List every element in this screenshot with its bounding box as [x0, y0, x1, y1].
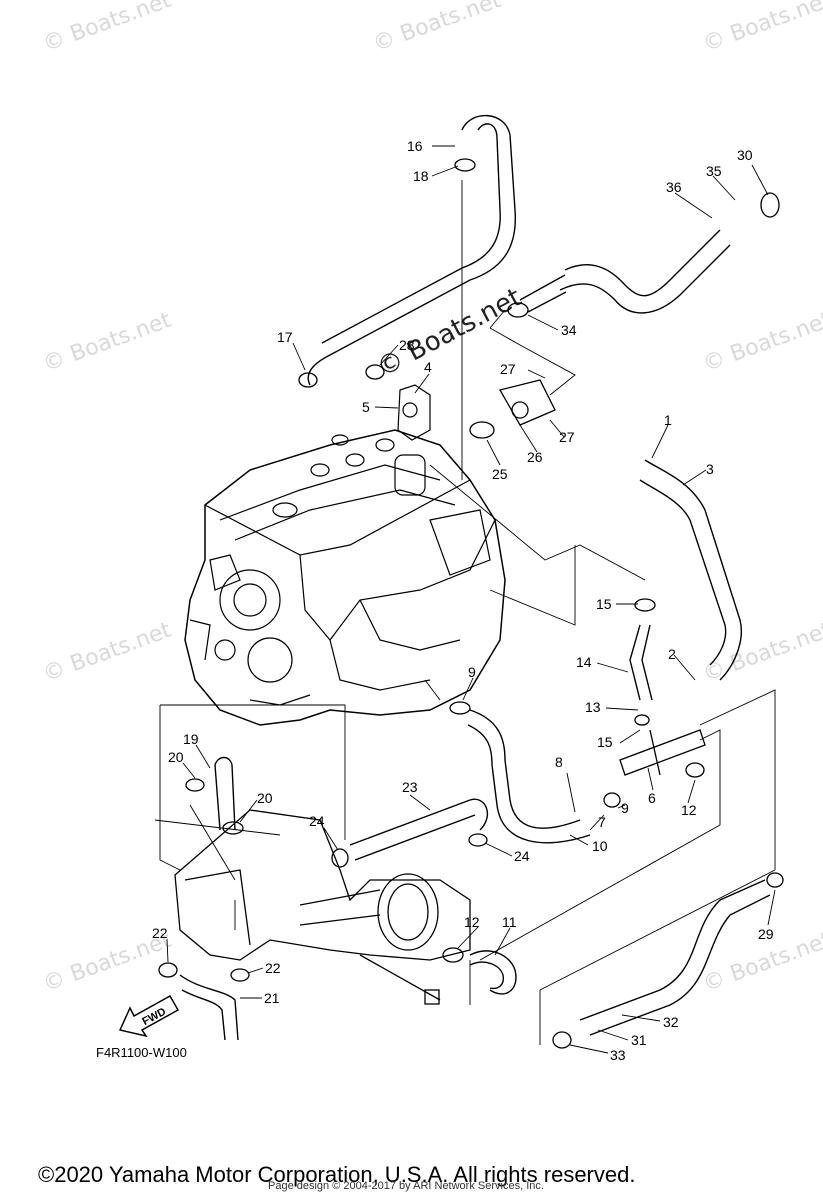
callout-3: 3 — [706, 461, 714, 477]
hose-36 — [519, 229, 731, 314]
callout-17: 17 — [277, 329, 293, 345]
callout-22b: 22 — [265, 960, 281, 976]
hose-11 — [469, 950, 517, 995]
callout-labels: 16 18 30 35 36 34 17 28 4 5 27 27 26 25 … — [152, 138, 774, 1063]
fwd-label: FWD — [140, 1006, 168, 1028]
callout-35: 35 — [706, 163, 722, 179]
callout-12b: 12 — [681, 802, 697, 818]
callout-32: 32 — [663, 1014, 679, 1030]
page-design-credit: Page design © 2004-2017 by ARI Network S… — [268, 1180, 544, 1192]
callout-5: 5 — [362, 399, 370, 415]
callout-26: 26 — [527, 449, 543, 465]
callout-36: 36 — [666, 179, 682, 195]
callout-23: 23 — [402, 779, 418, 795]
callout-15b: 15 — [597, 734, 613, 750]
callout-27a: 27 — [500, 361, 516, 377]
callout-16: 16 — [407, 138, 423, 154]
callout-18: 18 — [413, 168, 429, 184]
callout-24b: 24 — [514, 848, 530, 864]
callout-8: 8 — [555, 754, 563, 770]
hose-19 — [214, 756, 236, 831]
callout-21: 21 — [264, 990, 280, 1006]
hose-21 — [179, 974, 239, 1041]
hose-9-8 — [467, 709, 591, 844]
hose-14 — [629, 624, 653, 701]
callout-9b: 9 — [621, 800, 629, 816]
reference-lines — [154, 180, 776, 1045]
callout-30: 30 — [737, 147, 753, 163]
engine-block — [184, 384, 506, 726]
callout-10: 10 — [592, 838, 608, 854]
callout-9a: 9 — [468, 664, 476, 680]
callout-12a: 12 — [464, 914, 480, 930]
callout-25: 25 — [492, 466, 508, 482]
callout-34: 34 — [561, 322, 577, 338]
hose-23 — [349, 798, 489, 861]
copyright: ©2020 Yamaha Motor Corporation, U.S.A. A… — [38, 1162, 636, 1187]
callout-14: 14 — [576, 654, 592, 670]
callout-22a: 22 — [152, 925, 168, 941]
hose-16 — [307, 114, 516, 386]
callout-33: 33 — [610, 1047, 626, 1063]
callout-29: 29 — [758, 926, 774, 942]
callout-6: 6 — [648, 790, 656, 806]
callout-28: 28 — [399, 337, 415, 353]
diagram-code: F4R1100-W100 — [96, 1045, 187, 1060]
clamps — [158, 158, 784, 1049]
exhaust-manifold — [174, 809, 471, 1005]
callout-11: 11 — [502, 914, 517, 930]
callout-4: 4 — [424, 359, 432, 375]
callout-1: 1 — [664, 412, 672, 428]
callout-27b: 27 — [559, 429, 575, 445]
callout-24a: 24 — [309, 813, 325, 829]
callout-20b: 20 — [257, 790, 273, 806]
thermostat-housing — [469, 379, 556, 439]
hose-3 — [639, 459, 742, 681]
leader-lines — [166, 145, 776, 1054]
fwd-arrow-icon: FWD — [118, 994, 180, 1038]
hose-31-32 — [579, 879, 771, 1036]
callout-31: 31 — [631, 1032, 647, 1048]
t-joint-6 — [619, 729, 706, 776]
callout-19: 19 — [183, 731, 199, 747]
callout-7: 7 — [598, 814, 606, 830]
callout-13: 13 — [585, 699, 601, 715]
callout-2: 2 — [668, 646, 676, 662]
callout-15a: 15 — [596, 596, 612, 612]
callout-20a: 20 — [168, 749, 184, 765]
